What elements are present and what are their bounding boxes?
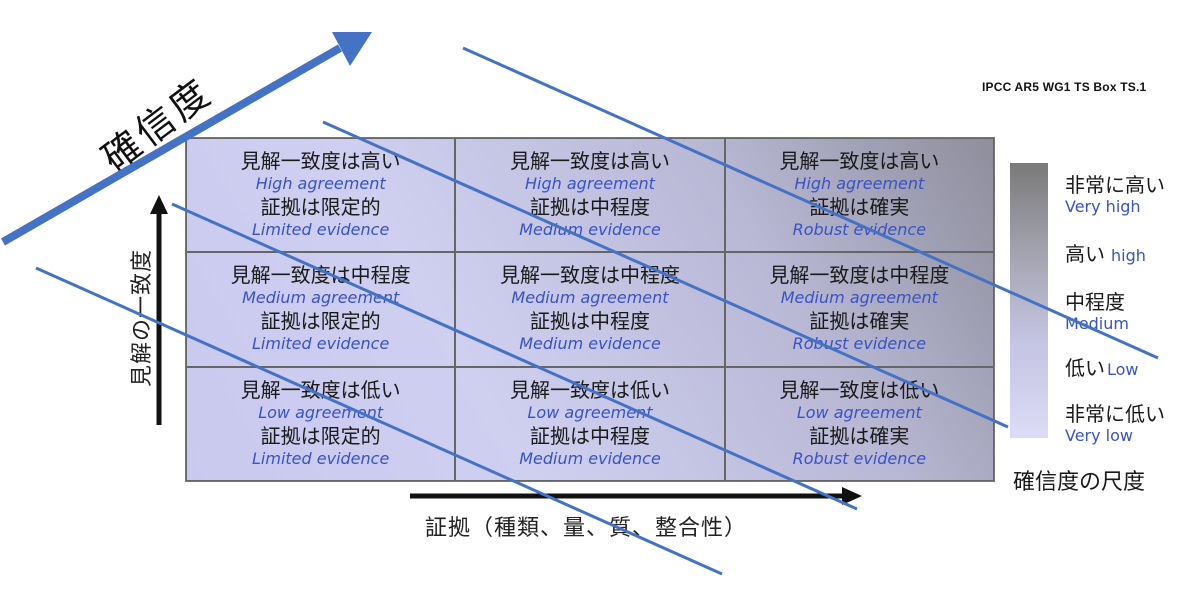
scale-item-label: 非常に低い [1065, 402, 1165, 426]
source-citation: IPCC AR5 WG1 TS Box TS.1 [982, 80, 1147, 94]
agreement-label-en: Medium agreement [242, 288, 400, 308]
scale-item-label-en: Low [1107, 360, 1139, 379]
scale-item-label-en: high [1111, 246, 1146, 265]
scale-item: 非常に高い Very high [1065, 173, 1165, 216]
agreement-label-en: High agreement [255, 174, 386, 194]
agreement-label: 見解一致度は低い [779, 377, 940, 402]
evidence-label-en: Medium evidence [519, 334, 661, 354]
agreement-label: 見解一致度は高い [240, 149, 401, 174]
evidence-label-en: Robust evidence [792, 448, 927, 468]
matrix-cell: 見解一致度は低い Low agreement 証拠は限定的 Limited ev… [186, 366, 456, 481]
scale-item-label-en: Very high [1065, 197, 1141, 216]
matrix-cell: 見解一致度は高い High agreement 証拠は限定的 Limited e… [186, 138, 456, 253]
agreement-label-en: High agreement [525, 174, 655, 194]
confidence-arrow [1, 44, 342, 246]
matrix-cell: 見解一致度は低い Low agreement 証拠は確実 Robust evid… [724, 366, 994, 481]
agreement-label: 見解一致度は中程度 [769, 263, 950, 288]
scale-item: 非常に低い Very low [1065, 402, 1165, 445]
scale-item: 低い Low [1065, 356, 1139, 380]
scale-item: 中程度 Medium [1065, 290, 1129, 333]
evidence-label-en: Medium evidence [519, 448, 661, 468]
evidence-label: 証拠は確実 [809, 423, 910, 448]
diagonal-line [462, 46, 1159, 360]
evidence-label: 証拠は中程度 [529, 309, 650, 334]
evidence-label: 証拠は限定的 [260, 195, 381, 220]
agreement-label: 見解一致度は高い [779, 149, 940, 174]
evidence-label: 証拠は中程度 [529, 195, 650, 220]
scale-item-label: 高い [1065, 242, 1105, 266]
x-axis-label: 証拠（種類、量、質、整合性） [425, 516, 748, 541]
confidence-arrow-head [332, 32, 372, 66]
evidence-label: 証拠は確実 [809, 195, 910, 220]
agreement-label-en: Medium agreement [511, 288, 669, 308]
diagonal-line [35, 266, 723, 576]
scale-item-label-en: Very low [1065, 426, 1133, 445]
evidence-label: 証拠は中程度 [529, 423, 650, 448]
scale-item-label: 非常に高い [1065, 173, 1165, 197]
scale-item-label: 低い [1065, 356, 1105, 380]
evidence-label-en: Limited evidence [252, 220, 390, 240]
x-axis-arrow-head [842, 487, 862, 505]
agreement-label: 見解一致度は中程度 [230, 263, 411, 288]
matrix-cell: 見解一致度は高い High agreement 証拠は確実 Robust evi… [724, 138, 994, 253]
evidence-label: 証拠は限定的 [260, 309, 381, 334]
evidence-label-en: Robust evidence [792, 334, 927, 354]
evidence-label-en: Limited evidence [252, 334, 390, 354]
scale-item: 高い high [1065, 242, 1146, 266]
agreement-label: 見解一致度は低い [240, 377, 401, 402]
confidence-matrix: 見解一致度は高い High agreement 証拠は限定的 Limited e… [185, 137, 995, 482]
y-axis-arrow-head [150, 195, 168, 214]
agreement-label-en: Low agreement [527, 402, 653, 422]
diagonal-line [171, 202, 858, 511]
evidence-label: 証拠は限定的 [260, 423, 381, 448]
scale-item-label-en: Medium [1065, 314, 1129, 333]
scale-title: 確信度の尺度 [1013, 470, 1146, 495]
scale-item-label: 中程度 [1065, 290, 1125, 314]
agreement-label: 見解一致度は高い [509, 149, 670, 174]
agreement-label-en: High agreement [794, 174, 925, 194]
evidence-label-en: Limited evidence [252, 448, 390, 468]
evidence-label-en: Robust evidence [792, 220, 927, 240]
evidence-label: 証拠は確実 [809, 309, 910, 334]
agreement-label-en: Low agreement [796, 402, 922, 422]
matrix-cell: 見解一致度は中程度 Medium agreement 証拠は限定的 Limite… [186, 252, 456, 367]
diagonal-line [322, 120, 1009, 429]
agreement-label-en: Medium agreement [780, 288, 938, 308]
matrix-cell: 見解一致度は中程度 Medium agreement 証拠は確実 Robust … [724, 252, 994, 367]
